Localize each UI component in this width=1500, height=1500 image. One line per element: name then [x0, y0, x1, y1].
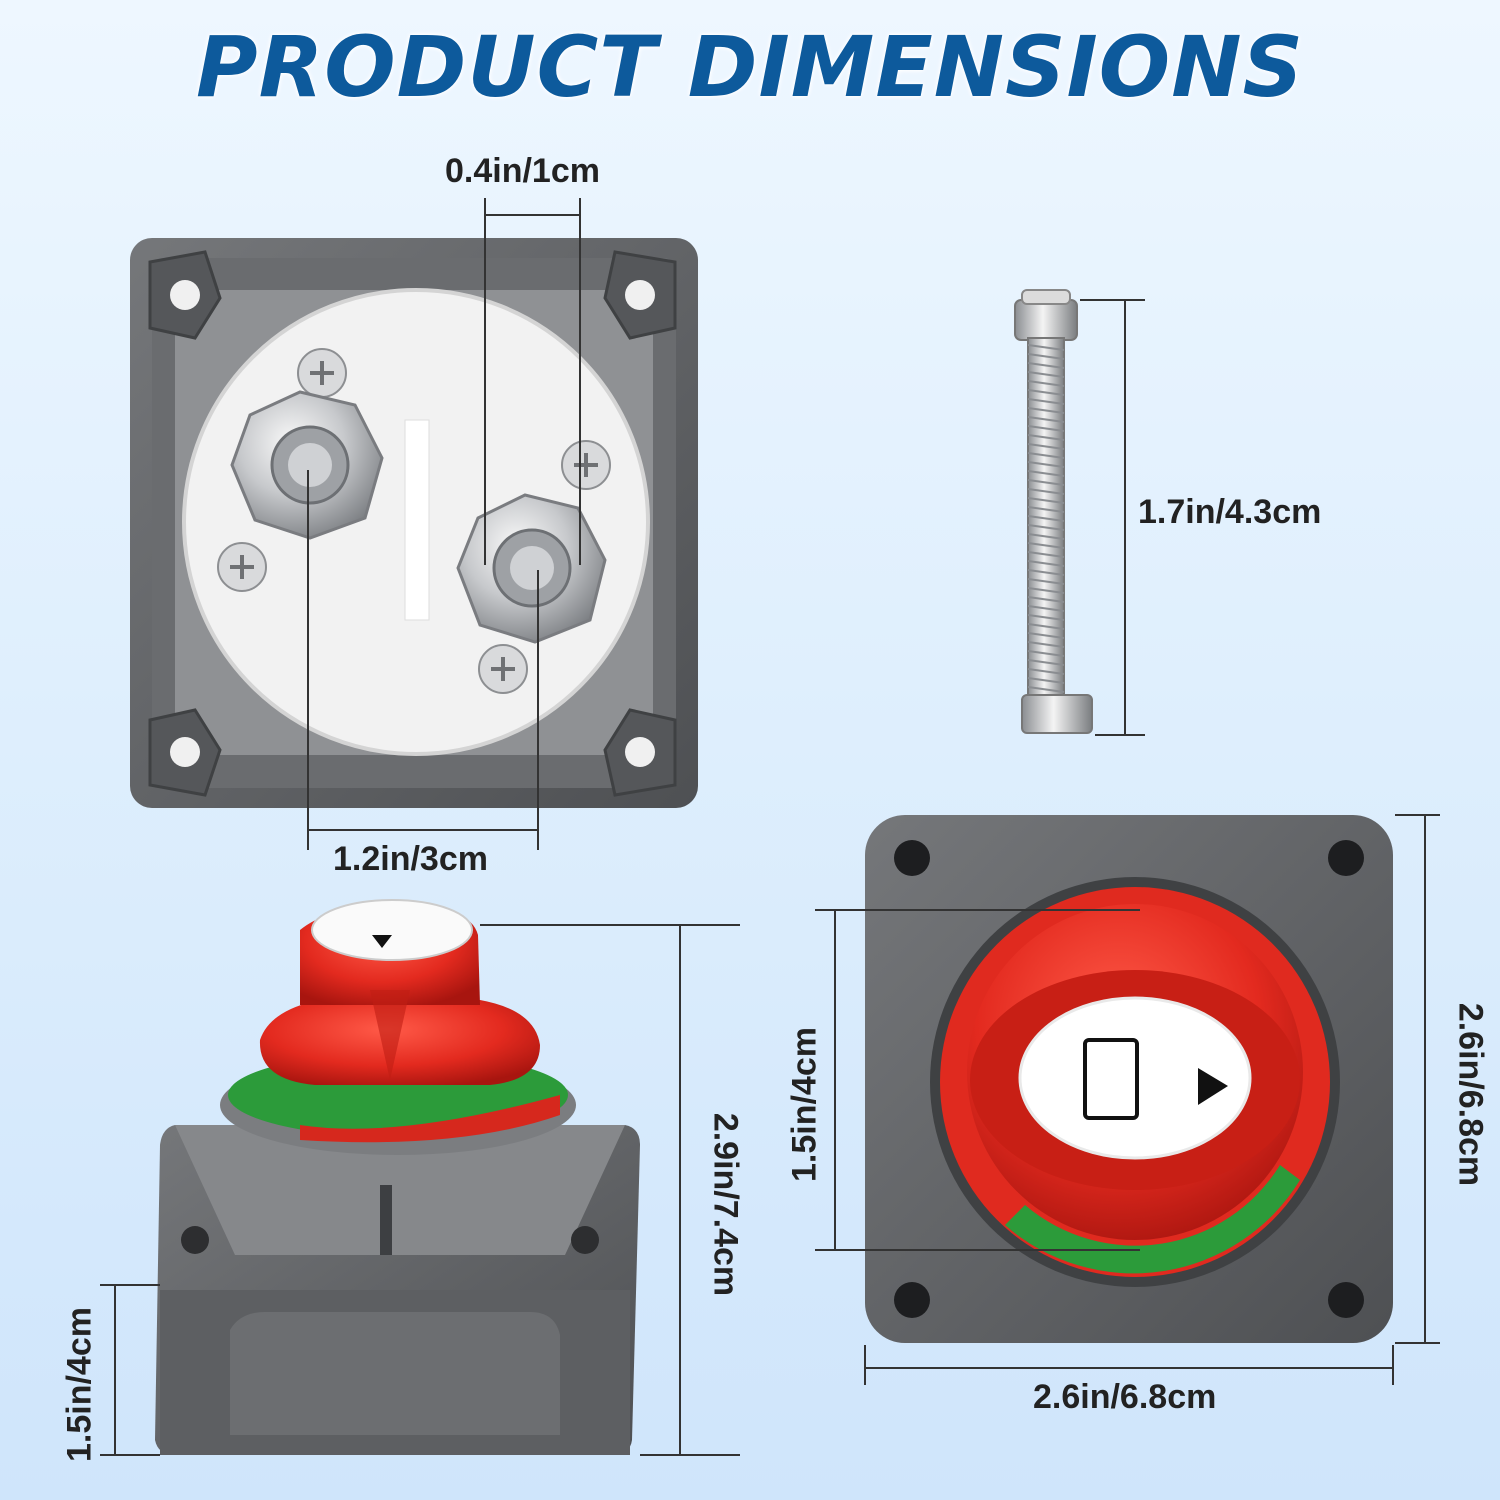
- switch-front-view: [865, 815, 1393, 1343]
- dimension-lines-front: [815, 814, 1440, 1385]
- dim-terminal-gap: 0.4in/1cm: [445, 152, 600, 190]
- page-title: PRODUCT DIMENSIONS: [196, 18, 1304, 116]
- dimension-lines-bolt: [1080, 299, 1145, 736]
- dimension-lines-back: [307, 198, 581, 850]
- switch-side-view: [155, 899, 640, 1455]
- mounting-bolt: [1014, 289, 1093, 734]
- switch-back-view: [130, 238, 698, 808]
- dim-terminal-spacing: 1.2in/3cm: [333, 840, 488, 878]
- dim-body-width: 2.6in/6.8cm: [1033, 1378, 1217, 1416]
- dim-bolt-length: 1.7in/4.3cm: [1138, 493, 1322, 531]
- dim-base-height: 1.5in/4cm: [60, 1307, 99, 1462]
- dim-body-height: 2.6in/6.8cm: [1451, 1002, 1490, 1187]
- dimension-lines-side: [100, 924, 740, 1456]
- dim-dial-diameter: 1.5in/4cm: [785, 1027, 824, 1182]
- dim-knob-height: 2.9in/7.4cm: [706, 1112, 745, 1297]
